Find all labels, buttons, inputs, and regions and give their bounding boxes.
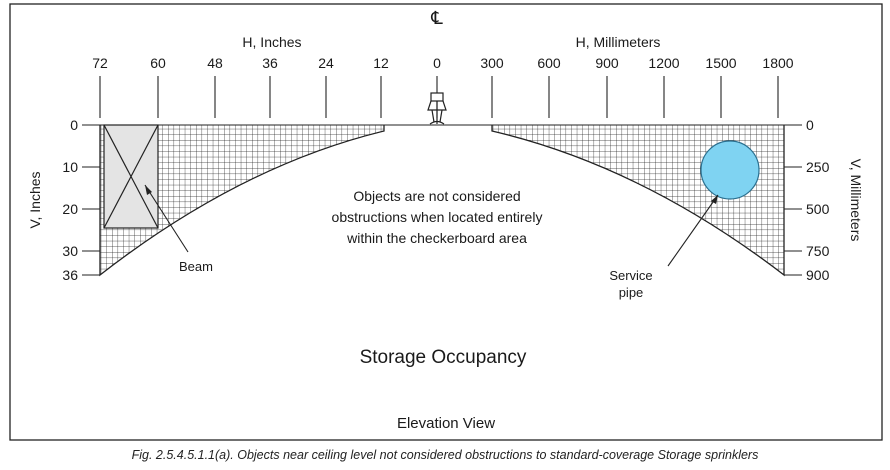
right-axis-ticks: 0 250 500 750 900 xyxy=(784,117,830,283)
center-note-line2: obstructions when located entirely xyxy=(332,209,543,225)
beam-leader-arrowhead xyxy=(145,185,152,195)
pipe-leader-arrowhead xyxy=(711,195,718,204)
center-note-line1: Objects are not considered xyxy=(353,188,520,204)
centerline-symbol: ℄ xyxy=(430,8,443,28)
beam-label: Beam xyxy=(179,259,213,274)
right-axis-title: V, Millimeters xyxy=(848,159,864,242)
occupancy-title: Storage Occupancy xyxy=(360,347,527,368)
left-tick-label: 10 xyxy=(62,159,78,175)
right-tick-label: 250 xyxy=(806,159,830,175)
top-axis-title-mm: H, Millimeters xyxy=(576,34,661,50)
top-tick-label-mm: 1800 xyxy=(762,55,793,71)
diagram-frame xyxy=(9,3,883,441)
top-ticks-inches: 72 60 48 36 24 12 0 xyxy=(92,55,441,118)
left-axis-title: V, Inches xyxy=(27,171,43,228)
top-ticks-millimeters: 300 600 900 1200 1500 1800 xyxy=(480,55,794,118)
top-tick-label-mm: 600 xyxy=(537,55,561,71)
top-axis-title-inches: H, Inches xyxy=(242,34,301,50)
top-tick-label-inches: 72 xyxy=(92,55,108,71)
right-tick-label: 750 xyxy=(806,243,830,259)
top-tick-label-inches: 0 xyxy=(433,55,441,71)
service-pipe-label-line1: Service xyxy=(609,268,652,283)
left-tick-label: 20 xyxy=(62,201,78,217)
pipe-leader xyxy=(667,194,719,267)
top-tick-label-inches: 12 xyxy=(373,55,389,71)
service-pipe xyxy=(700,140,760,200)
sprinkler-icon xyxy=(427,92,447,125)
top-tick-label-mm: 1200 xyxy=(648,55,679,71)
left-tick-label: 30 xyxy=(62,243,78,259)
left-tick-label: 0 xyxy=(70,117,78,133)
service-pipe-label-line2: pipe xyxy=(619,285,644,300)
top-tick-label-inches: 48 xyxy=(207,55,223,71)
right-tick-label: 0 xyxy=(806,117,814,133)
center-note-line3: within the checkerboard area xyxy=(346,230,527,246)
top-tick-label-inches: 36 xyxy=(262,55,278,71)
top-tick-label-inches: 60 xyxy=(150,55,166,71)
top-tick-label-mm: 300 xyxy=(480,55,504,71)
top-tick-label-inches: 24 xyxy=(318,55,334,71)
right-tick-label: 500 xyxy=(806,201,830,217)
beam xyxy=(103,124,159,229)
figure-caption: Fig. 2.5.4.5.1.1(a). Objects near ceilin… xyxy=(132,448,759,462)
left-axis-ticks: 0 10 20 30 36 xyxy=(62,117,100,283)
view-label: Elevation View xyxy=(397,415,495,432)
left-tick-label: 36 xyxy=(62,267,78,283)
right-tick-label: 900 xyxy=(806,267,830,283)
beam-leader xyxy=(144,184,189,253)
top-tick-label-mm: 900 xyxy=(595,55,619,71)
top-tick-label-mm: 1500 xyxy=(705,55,736,71)
